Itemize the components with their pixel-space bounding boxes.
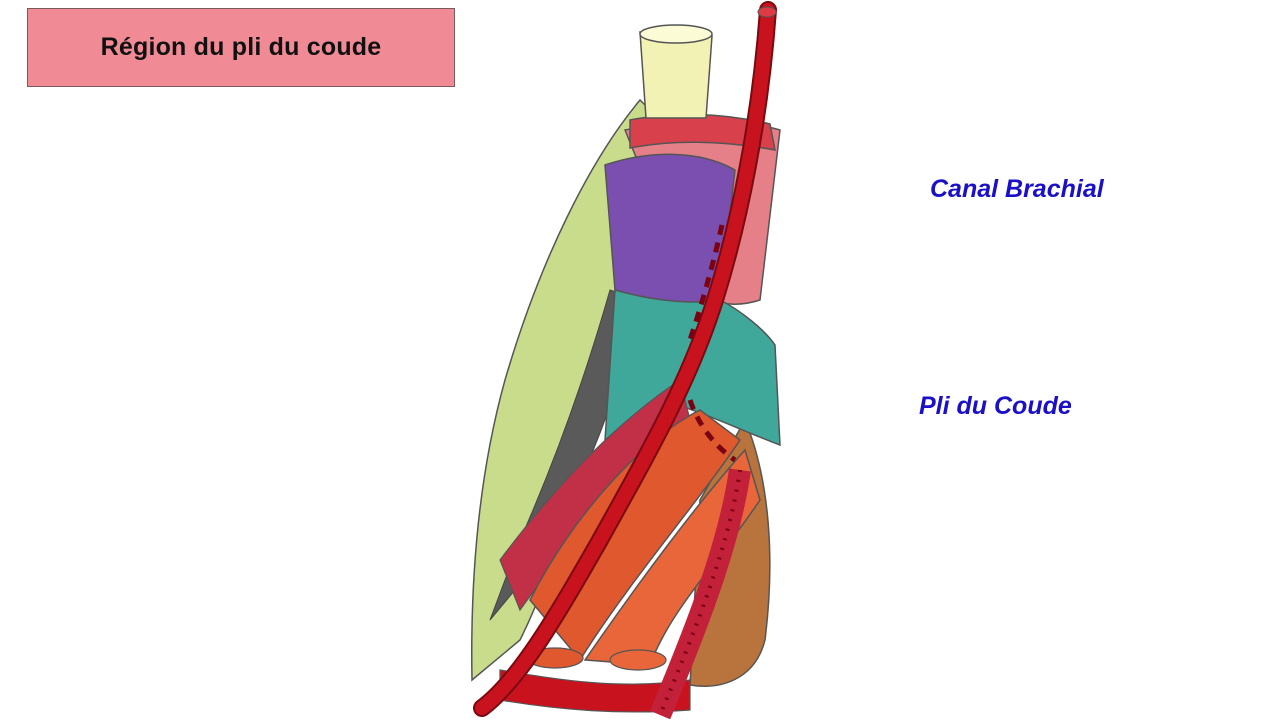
humerus-bone-end <box>639 24 713 44</box>
muscle-end-2 <box>609 649 667 671</box>
deep-artery <box>649 468 751 720</box>
forearm-muscle-2 <box>583 448 761 666</box>
median-nerve-dashes <box>687 224 725 341</box>
label-pli-du-coude: Pli du Coude <box>919 392 1072 420</box>
brachial-artery-fill <box>475 3 775 715</box>
slide-title: Région du pli du coude <box>100 33 382 61</box>
radial-nerve-dashes <box>687 399 737 463</box>
label-canal-brachial: Canal Brachial <box>930 175 1104 203</box>
humerus-bone <box>639 31 713 119</box>
forearm-muscle-1 <box>529 409 742 662</box>
slide-title-box: Région du pli du coude <box>27 8 455 87</box>
artery-end <box>757 6 777 18</box>
lower-muscle-band <box>499 669 691 713</box>
